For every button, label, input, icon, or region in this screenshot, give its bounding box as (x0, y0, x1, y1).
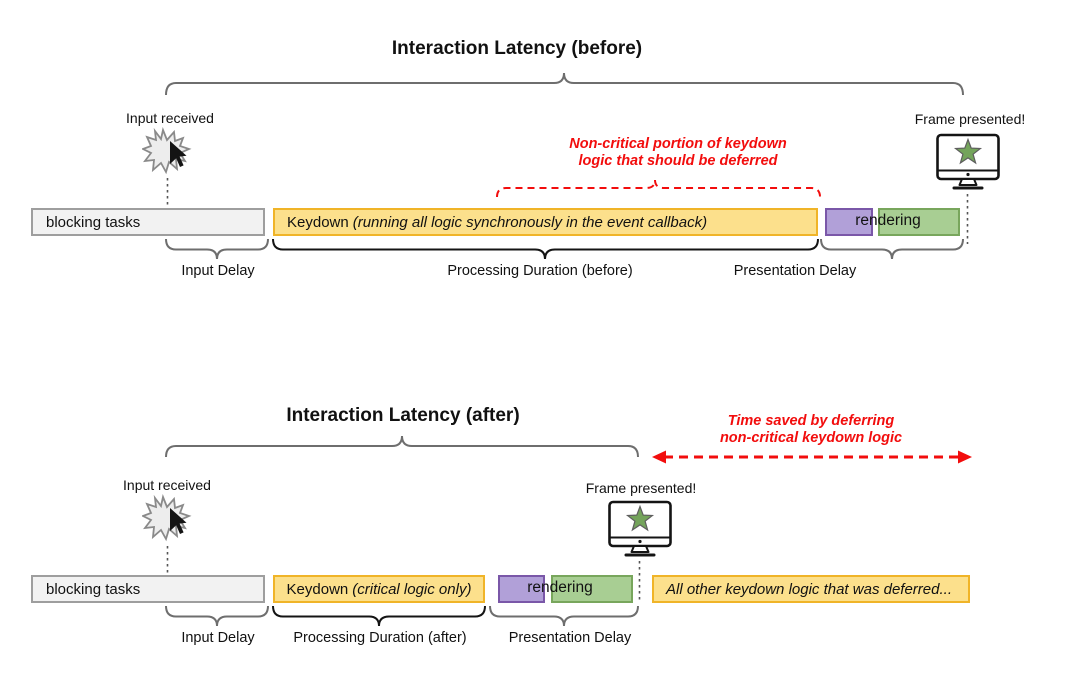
before-monitor-icon (936, 133, 1000, 190)
annotation-line: non-critical keydown logic (719, 430, 903, 446)
before-rendering-label: rendering (855, 212, 921, 229)
before-deferred-annotation: Non-critical portion of keydown logic th… (528, 136, 828, 170)
after-monitor-icon (608, 500, 672, 557)
after-input-delay-brace (165, 605, 269, 627)
before-section-title: Interaction Latency (before) (391, 38, 643, 59)
arrow-head-left (652, 450, 666, 464)
star-icon (953, 137, 983, 165)
after-latency-brace (165, 435, 639, 458)
annotation-line: Time saved by deferring (727, 413, 895, 429)
before-purple-task-bar (825, 208, 873, 236)
blocking-tasks-text: blocking tasks (46, 580, 141, 598)
after-frame-presented-label: Frame presented! (585, 480, 697, 496)
keydown-detail-text: (critical logic only) (352, 580, 472, 598)
after-presentation-brace (489, 605, 639, 627)
keydown-detail-text: (running all logic synchronously in the … (352, 213, 708, 231)
starburst-icon (142, 127, 192, 175)
monitor-camera-dot (966, 172, 970, 177)
before-processing-brace (272, 238, 819, 260)
annotation-line: logic that should be deferred (578, 153, 778, 169)
star-icon (625, 504, 655, 532)
after-processing-duration-label: Processing Duration (after) (293, 630, 467, 646)
keydown-text: Keydown (286, 580, 349, 598)
before-blocking-tasks-bar: blocking tasks (31, 208, 265, 236)
monitor-camera-dot (638, 539, 642, 544)
after-rendering-label: rendering (527, 579, 593, 596)
after-presentation-delay-label: Presentation Delay (508, 630, 632, 646)
blocking-tasks-text: blocking tasks (46, 213, 141, 231)
cursor-icon (170, 141, 187, 167)
after-input-click-icon (142, 494, 192, 542)
starburst-icon (142, 494, 192, 542)
after-input-delay-label: Input Delay (181, 630, 255, 646)
before-presentation-delay-label: Presentation Delay (733, 263, 857, 279)
after-processing-brace (272, 605, 486, 627)
before-processing-duration-label: Processing Duration (before) (447, 263, 633, 279)
before-noncritical-brace (496, 179, 821, 198)
before-input-received-label: Input received (126, 110, 214, 126)
before-keydown-bar: Keydown (running all logic synchronously… (273, 208, 818, 236)
after-blocking-tasks-bar: blocking tasks (31, 575, 265, 603)
monitor-stand (958, 178, 978, 186)
deferred-keydown-text: All other keydown logic that was deferre… (666, 580, 952, 598)
before-input-click-icon (142, 127, 192, 175)
keydown-text: Keydown (287, 213, 349, 231)
after-purple-task-bar (498, 575, 545, 603)
before-input-delay-brace (165, 238, 269, 260)
after-time-saved-annotation: Time saved by deferring non-critical key… (661, 413, 961, 447)
after-rendering-bar (551, 575, 633, 603)
before-presentation-brace (820, 238, 964, 260)
after-section-title: Interaction Latency (after) (286, 405, 520, 426)
cursor-icon (170, 508, 187, 534)
after-input-received-label: Input received (123, 477, 211, 493)
before-latency-brace (165, 72, 964, 96)
arrow-head-right (958, 450, 972, 464)
after-deferred-keydown-bar: All other keydown logic that was deferre… (652, 575, 970, 603)
after-keydown-bar: Keydown (critical logic only) (273, 575, 485, 603)
monitor-stand (630, 545, 650, 553)
before-rendering-bar (878, 208, 960, 236)
annotation-line: Non-critical portion of keydown (569, 136, 787, 152)
before-frame-presented-label: Frame presented! (914, 111, 1026, 127)
before-input-delay-label: Input Delay (181, 263, 255, 279)
